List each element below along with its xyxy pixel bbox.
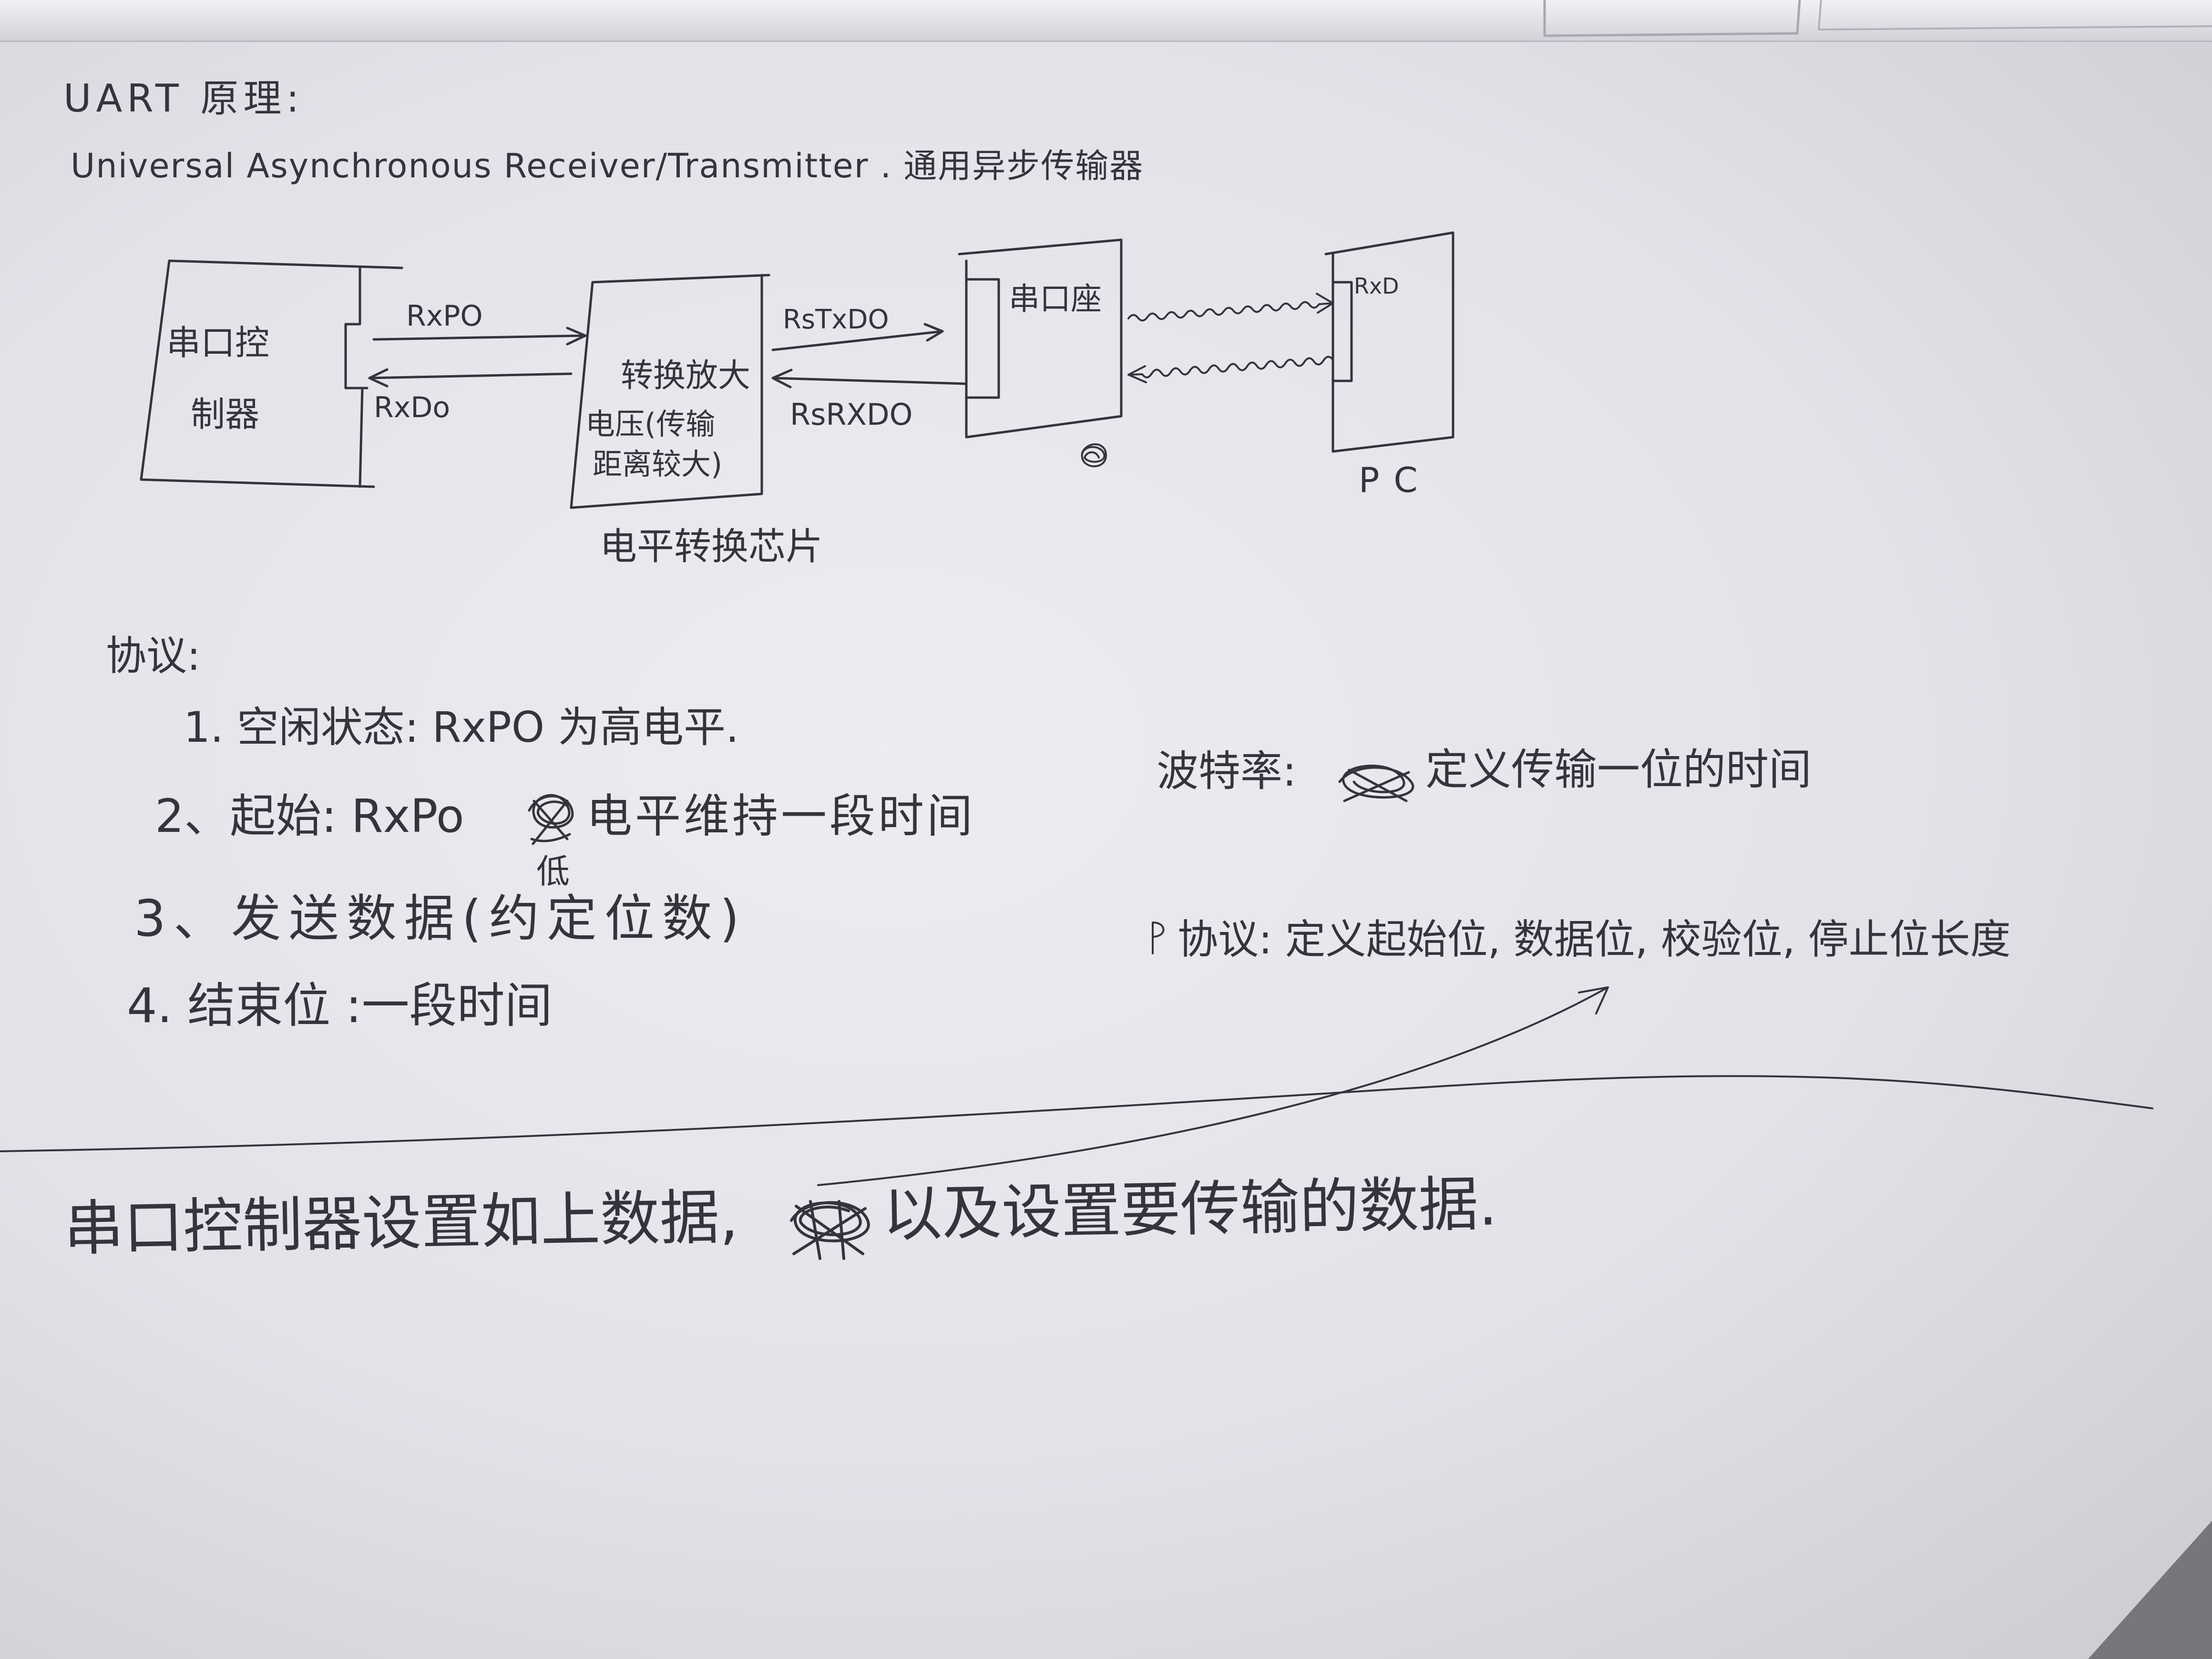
arrow-top-label: RxPO <box>406 299 483 333</box>
converter-box-label-2: 电压(传输 <box>585 407 716 441</box>
protocol-step-start-prefix: 2、起始: RxPo <box>155 789 464 843</box>
top-right-paper-edge-2 <box>1817 0 2212 31</box>
bullet-mark <box>1152 922 1165 954</box>
pointer-arrow <box>817 986 1609 1186</box>
crossed-out-word-start <box>528 794 574 845</box>
rs-bottom-label: RsRXDO <box>790 397 913 432</box>
controller-box <box>140 259 403 488</box>
serial-port-label: 串口座 <box>1009 281 1102 317</box>
page-title: UART 原理: <box>63 76 304 121</box>
controller-box-label-2: 制器 <box>191 394 260 434</box>
summary-part-1: 串口控制器设置如上数据, <box>63 1183 739 1264</box>
arrow-bottom-label: RxDo <box>374 391 451 424</box>
crossed-out-word-summary <box>790 1200 870 1260</box>
table-corner <box>2088 1521 2212 1659</box>
protocol-step-data: 3、发送数据(约定位数) <box>134 890 747 948</box>
wavy-line-to-pc <box>1127 293 1334 322</box>
arrow-controller-to-converter <box>372 327 587 346</box>
protocol-step-start-suffix: 电平维持一段时间 <box>586 789 975 843</box>
protocol-definition: 协议: 定义起始位, 数据位, 校验位, 停止位长度 <box>1178 916 2011 963</box>
summary-part-2: 以及设置要传输的数据. <box>881 1169 1498 1249</box>
converter-caption: 电平转换芯片 <box>600 525 823 568</box>
controller-box-label-1: 串口控 <box>166 323 270 363</box>
converter-box-label-1: 转换放大 <box>621 357 751 395</box>
arrow-converter-to-controller <box>368 368 573 388</box>
arrow-converter-to-port <box>771 323 944 351</box>
protocol-step-idle: 1. 空闲状态: RxPO 为高电平. <box>184 703 739 752</box>
top-right-paper-edge <box>1543 0 1801 37</box>
divider-curve <box>0 1075 2153 1152</box>
pc-pin-label: RxD <box>1354 273 1399 299</box>
serial-port-box <box>958 238 1123 439</box>
wavy-line-from-pc <box>1127 356 1334 383</box>
converter-box <box>570 274 770 509</box>
pc-label: PC <box>1359 460 1432 500</box>
arrow-port-to-converter <box>771 369 968 389</box>
pc-box <box>1324 231 1454 453</box>
baud-rate-definition: 定义传输一位的时间 <box>1425 745 1812 795</box>
crossed-out-word-baud <box>1338 764 1414 802</box>
converter-box-label-3: 距离较大) <box>593 447 723 481</box>
top-paper-sheet <box>0 0 2212 42</box>
protocol-heading: 协议: <box>106 633 201 680</box>
baud-rate-label: 波特率: <box>1157 747 1297 796</box>
page-subtitle: Universal Asynchronous Receiver/Transmit… <box>71 146 1144 185</box>
protocol-step-stop: 4. 结束位 :一段时间 <box>127 978 553 1034</box>
scribble-mark-port <box>1081 443 1107 468</box>
protocol-step-start-correction: 低 <box>536 852 570 891</box>
rs-top-label: RsTxDO <box>783 304 889 335</box>
